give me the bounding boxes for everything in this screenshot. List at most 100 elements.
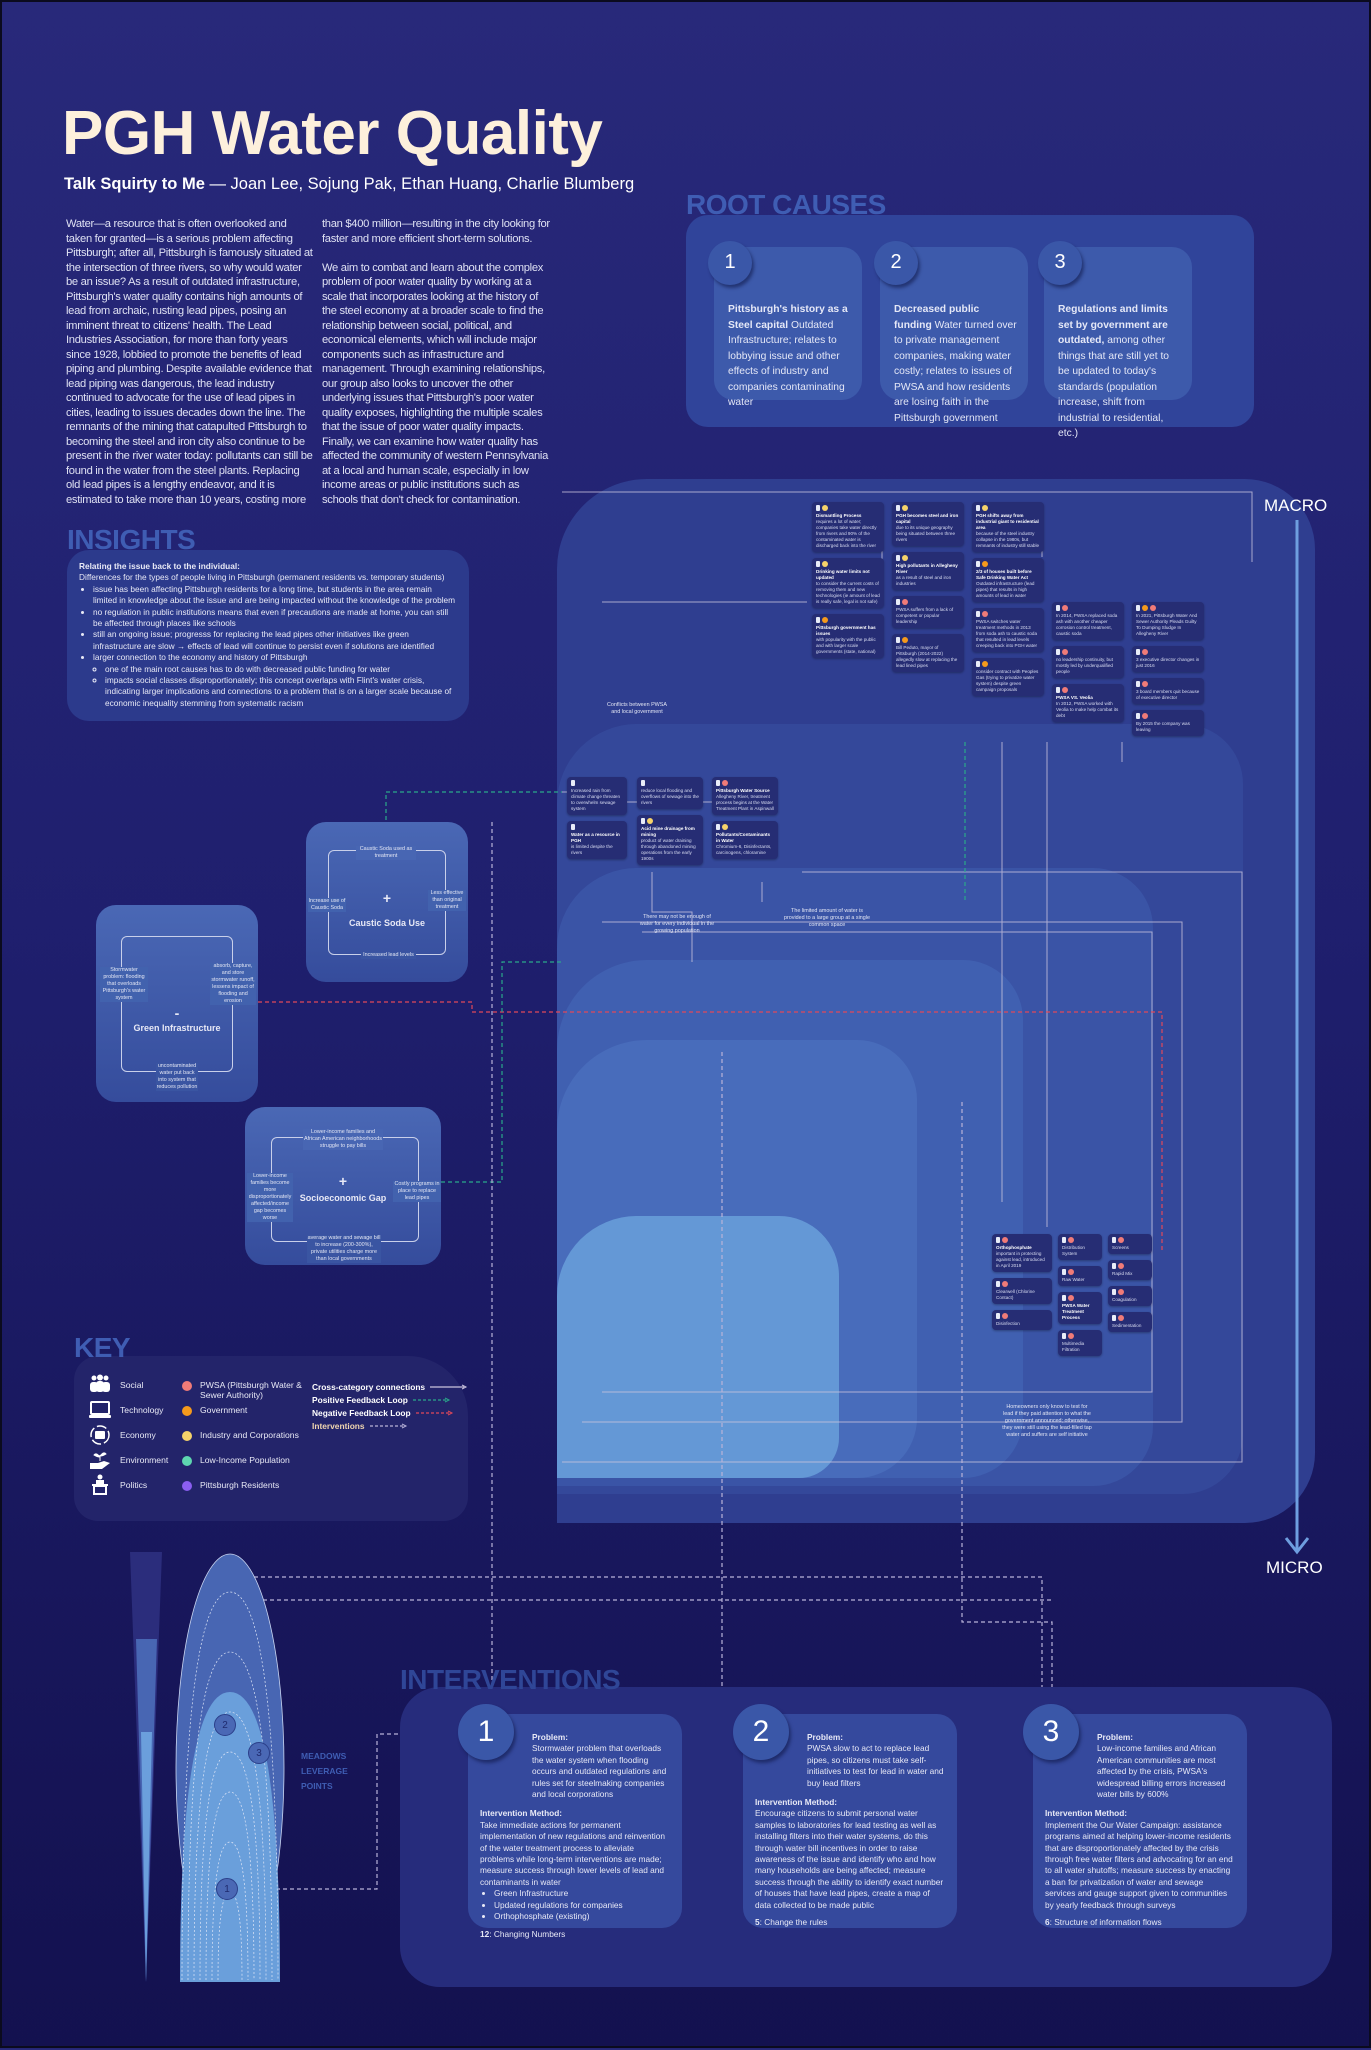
loop-socioeconomic-gap: Lower-income families and African Americ… — [245, 1107, 441, 1265]
diagram-node: Bill Peduto, mayor of Pittsburgh (2014-2… — [892, 634, 964, 672]
key-category: Economy — [88, 1424, 156, 1446]
intro-column-2: than $400 million—resulting in the city … — [322, 217, 554, 507]
method-label: Intervention Method: — [480, 1808, 563, 1819]
stakeholder-dot — [902, 505, 908, 511]
stakeholder-dot — [722, 780, 728, 786]
leverage-number: 5 — [755, 1917, 760, 1928]
key-panel — [74, 1356, 468, 1521]
key-stakeholder: Government — [182, 1405, 306, 1416]
node-text: 3 executive director changes in just 201… — [1136, 657, 1200, 668]
annotation: Homeowners only know to test for lead if… — [1002, 1404, 1092, 1438]
key-category-label: Social — [120, 1380, 144, 1390]
category-icon — [1112, 1289, 1116, 1295]
insights-panel: Relating the issue back to the individua… — [67, 550, 469, 722]
line-style-sample — [415, 1410, 453, 1416]
category-icon — [1062, 1295, 1066, 1301]
insight-bullet: still an ongoing issue; progresss for re… — [93, 629, 457, 652]
root-cause-text: Water turned over to private management … — [894, 319, 1017, 424]
node-text: PWSA suffers from a lack of competent or… — [896, 607, 954, 624]
diagram-node: Drinking water limits not updated to con… — [812, 558, 884, 608]
stakeholder-dot — [1068, 1295, 1074, 1301]
problem-text: PWSA slow to act to replace lead pipes, … — [807, 1743, 944, 1788]
root-cause-title: Regulations and limits set by government… — [1058, 304, 1168, 346]
connection-line — [582, 921, 1183, 1423]
connection-line — [562, 791, 763, 902]
leverage-point: 5: Change the rules — [755, 1917, 945, 1928]
key-category-label: Economy — [120, 1430, 156, 1440]
key-stakeholder-label: Industry and Corporations — [200, 1430, 299, 1440]
authors-line: Talk Squirty to Me — Joan Lee, Sojung Pa… — [64, 175, 634, 194]
node-group: Increased rain from climate change threa… — [567, 777, 627, 859]
node-group: In 2014, PWSA replaced soda ash with ano… — [1052, 602, 1124, 722]
method-bullet: Updated regulations for companies — [494, 1900, 670, 1911]
key-category: Technology — [88, 1399, 163, 1421]
category-icon — [996, 1237, 1000, 1243]
node-text: consider contract with Peoples Gas (tryi… — [976, 669, 1039, 692]
node-text: reduce local flooding and overflows of s… — [641, 788, 699, 805]
category-icon — [896, 555, 900, 561]
intervention-line — [961, 1102, 1053, 1692]
diagram-node: Sedimentation — [1108, 1312, 1152, 1332]
leverage-number: 6 — [1045, 1917, 1050, 1928]
stakeholder-dot — [982, 505, 988, 511]
node-text: In 2012, PWSA worked with Veolia to make… — [1056, 701, 1119, 718]
root-causes-heading: ROOT CAUSES — [686, 189, 886, 220]
loop-sign: + — [382, 890, 392, 906]
loop-node: Costly programs in place to replace lead… — [393, 1181, 441, 1202]
stakeholder-dot — [1068, 1333, 1074, 1339]
method-text: Implement the Our Water Campaign: assist… — [1045, 1819, 1233, 1910]
node-text: Chromium-6, Disinfectants, carcinogens, … — [716, 844, 772, 855]
node-group: PGH shifts away from industrial giant to… — [972, 502, 1044, 696]
positive-feedback-line — [385, 791, 562, 820]
diagram-node: 3 executive director changes in just 201… — [1132, 646, 1204, 672]
stakeholder-dot — [1062, 649, 1068, 655]
loop-node: Lower-income families and African Americ… — [303, 1129, 383, 1150]
category-icon — [1056, 605, 1060, 611]
stakeholder-dot — [1002, 1313, 1008, 1319]
diagram-node: Coagulation — [1108, 1286, 1152, 1306]
page-title: PGH Water Quality — [62, 99, 603, 168]
key-stakeholder: PWSA (Pittsburgh Water & Sewer Authority… — [182, 1380, 306, 1400]
key-stakeholder-label: Government — [200, 1405, 248, 1415]
problem-label: Problem: — [532, 1732, 568, 1742]
key-heading: KEY — [74, 1332, 131, 1363]
problem-text: Low-income families and African American… — [1097, 1743, 1226, 1800]
diagram-node: PWSA suffers from a lack of competent or… — [892, 596, 964, 628]
node-title: Pittsburgh Water Source — [716, 788, 770, 793]
category-icon — [896, 505, 900, 511]
diagram-node: PGH shifts away from industrial giant to… — [972, 502, 1044, 552]
loop-node: Increase use of Caustic Soda — [308, 898, 346, 912]
diagram-node: High pollutants in Allegheny River as a … — [892, 552, 964, 590]
loop-name: Green Infrastructure — [133, 1023, 221, 1033]
loop-node: Lower-income families become more dispro… — [247, 1173, 293, 1222]
node-text: because of the steel industry collapse i… — [976, 531, 1040, 548]
node-text: Allegheny River, treatment process begin… — [716, 794, 774, 811]
annotation: Conflicts between PWSA and local governm… — [607, 702, 667, 715]
key-line: Interventions — [312, 1421, 410, 1431]
hand-plant-icon — [90, 1452, 110, 1469]
method-label: Intervention Method: — [755, 1797, 838, 1808]
diagram-node: Pittsburgh government has issues with po… — [812, 614, 884, 658]
stakeholder-dot — [1002, 1281, 1008, 1287]
node-text: important in protecting against lead, in… — [996, 1251, 1045, 1268]
key-line-label: Interventions — [312, 1421, 365, 1431]
node-text: Disinfection — [996, 1321, 1020, 1326]
leverage-point-1: 1 — [216, 1878, 238, 1900]
stakeholder-dot — [982, 611, 988, 617]
diagram-node: 2/3 of houses built before Safe Drinking… — [972, 558, 1044, 602]
node-title: Orthophosphate — [996, 1245, 1032, 1250]
leverage-point-3: 3 — [248, 1742, 270, 1764]
key-line: Positive Feedback Loop — [312, 1395, 453, 1405]
method-text: Take immediate actions for permanent imp… — [480, 1819, 665, 1887]
diagram-node: Pollutants/Contaminants in Water Chromiu… — [712, 821, 778, 859]
root-cause-card: 1 Pittsburgh's history as a Steel capita… — [708, 241, 862, 408]
leverage-point-2: 2 — [214, 1714, 236, 1736]
category-icon — [1136, 681, 1140, 687]
category-icon — [816, 617, 820, 623]
line-style-sample — [430, 1384, 468, 1390]
node-text: Raw Water — [1062, 1277, 1085, 1282]
root-cause-number: 2 — [874, 241, 918, 285]
category-icon — [1112, 1237, 1116, 1243]
intervention-number: 1 — [458, 1704, 514, 1760]
line-style-sample — [412, 1397, 450, 1403]
